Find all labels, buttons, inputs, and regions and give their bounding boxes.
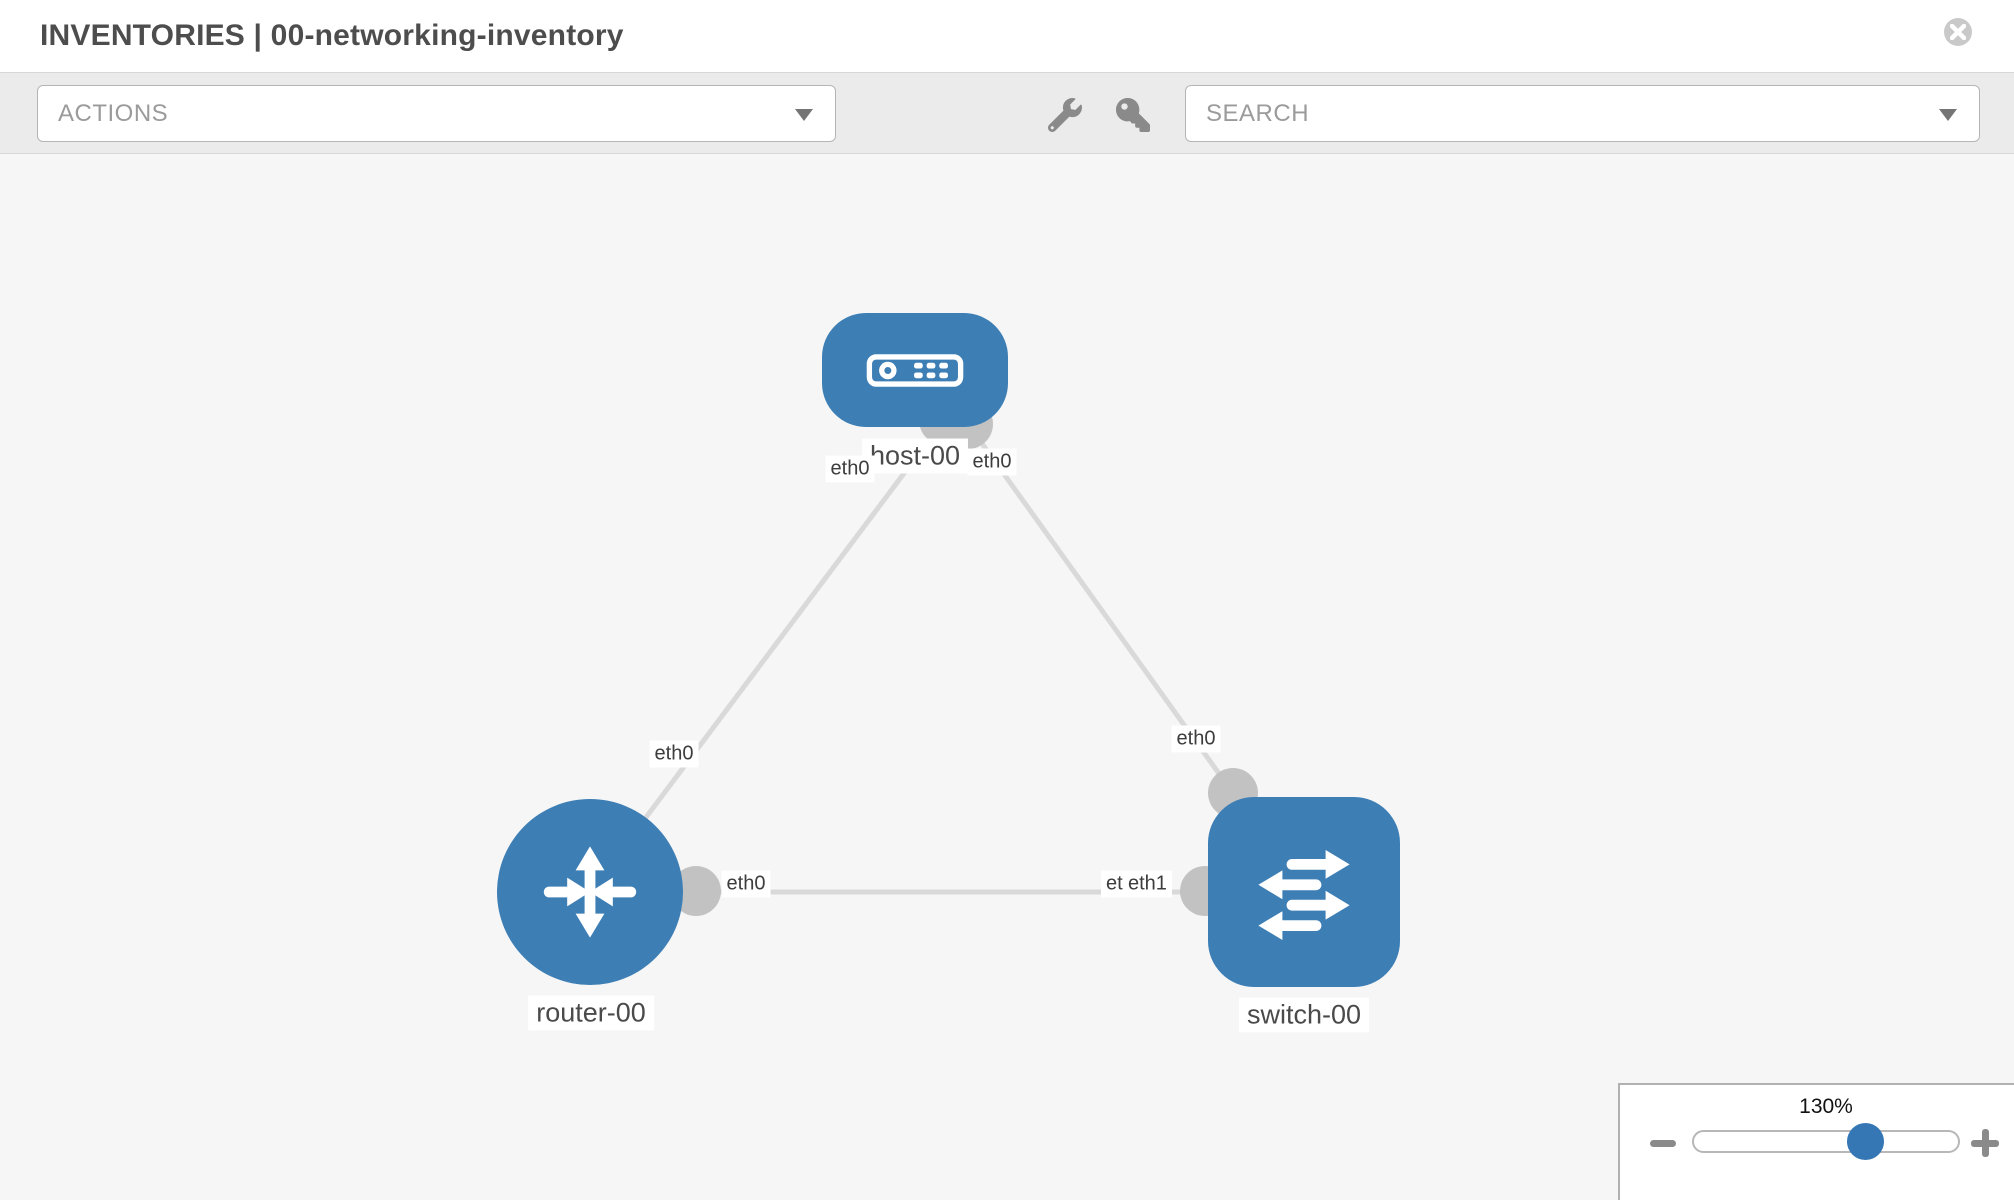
search-dropdown[interactable]: SEARCH — [1185, 85, 1980, 142]
page-header: INVENTORIES | 00-networking-inventory — [0, 0, 2014, 72]
topology-canvas[interactable]: host-00 router-00 switch-00 eth0 eth0 et… — [0, 154, 2014, 1200]
zoom-slider-track[interactable] — [1692, 1130, 1960, 1153]
router-icon — [543, 846, 637, 938]
toolbar: ACTIONS SEARCH — [0, 72, 2014, 154]
zoom-level: 130% — [1799, 1095, 1853, 1118]
zoom-in-button[interactable] — [1966, 1125, 2004, 1163]
wrench-icon — [1047, 98, 1082, 133]
minus-icon — [1650, 1140, 1676, 1147]
interface-label-switch-eth1: eth1 — [1123, 870, 1172, 898]
interface-label-switch-diag: eth0 — [1171, 725, 1221, 753]
page-title: INVENTORIES | 00-networking-inventory — [40, 19, 624, 52]
interface-label-host-right: eth0 — [967, 448, 1017, 476]
chevron-down-icon — [1939, 109, 1957, 121]
zoom-panel: 130% — [1618, 1083, 2014, 1200]
interface-label-router-horiz: eth0 — [721, 870, 771, 898]
key-icon — [1116, 98, 1150, 132]
zoom-slider-thumb[interactable] — [1847, 1123, 1884, 1160]
node-switch[interactable] — [1208, 797, 1400, 987]
node-label-switch: switch-00 — [1238, 997, 1370, 1033]
credentials-button[interactable] — [1116, 98, 1156, 138]
switch-icon — [1258, 850, 1350, 940]
node-label-host: host-00 — [861, 438, 969, 474]
plus-icon — [1981, 1129, 1989, 1157]
link-router-host[interactable] — [588, 418, 946, 894]
search-dropdown-label: SEARCH — [1206, 100, 1310, 127]
interface-label-router-diag: eth0 — [649, 740, 699, 768]
actions-dropdown-label: ACTIONS — [58, 100, 169, 127]
node-router[interactable] — [497, 799, 683, 985]
actions-dropdown[interactable]: ACTIONS — [37, 85, 836, 142]
configure-button[interactable] — [1047, 98, 1088, 138]
node-label-router: router-00 — [528, 995, 654, 1031]
interface-dot-router-eth0 — [671, 866, 721, 916]
host-icon — [866, 354, 964, 387]
close-icon — [1950, 24, 1966, 40]
close-button[interactable] — [1944, 18, 1972, 46]
chevron-down-icon — [795, 109, 813, 121]
node-host[interactable] — [822, 313, 1008, 427]
zoom-out-button[interactable] — [1644, 1129, 1682, 1157]
interface-label-host-left: eth0 — [825, 455, 875, 483]
topology-links-layer — [588, 395, 1307, 916]
